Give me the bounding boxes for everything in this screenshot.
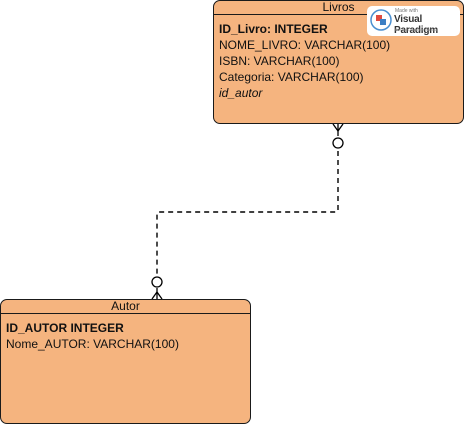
autor-end-marker — [151, 276, 163, 300]
attribute-nome-livro: NOME_LIVRO: VARCHAR(100) — [219, 38, 391, 52]
relationship-line — [156, 142, 339, 277]
entity-autor-title: Autor — [1, 300, 250, 314]
watermark-footnote: For non-commercial use — [395, 27, 439, 32]
entity-livros-title: Livros — [214, 1, 463, 15]
attribute-id-livro: ID_Livro: INTEGER — [219, 22, 328, 36]
livros-end-marker — [332, 123, 344, 149]
entity-livros-attributes: ID_Livro: INTEGER NOME_LIVRO: VARCHAR(10… — [214, 21, 463, 101]
visual-paradigm-logo-icon — [370, 9, 392, 31]
attribute-nome-autor: Nome_AUTOR: VARCHAR(100) — [6, 337, 179, 351]
entity-autor-attributes: ID_AUTOR INTEGER Nome_AUTOR: VARCHAR(100… — [1, 320, 250, 352]
entity-autor[interactable]: Autor ID_AUTOR INTEGER Nome_AUTOR: VARCH… — [0, 299, 251, 424]
entity-livros[interactable]: Livros ID_Livro: INTEGER NOME_LIVRO: VAR… — [213, 0, 464, 124]
attribute-categoria: Categoria: VARCHAR(100) — [219, 70, 364, 84]
watermark-brand: Visual Paradigm — [394, 14, 438, 36]
attribute-id-autor-pk: ID_AUTOR INTEGER — [6, 321, 124, 335]
visual-paradigm-watermark: Made with Visual Paradigm For non-commer… — [367, 6, 460, 36]
watermark-made-with: Made with — [395, 8, 418, 14]
attribute-id-autor: id_autor — [219, 86, 263, 100]
attribute-isbn: ISBN: VARCHAR(100) — [219, 54, 340, 68]
